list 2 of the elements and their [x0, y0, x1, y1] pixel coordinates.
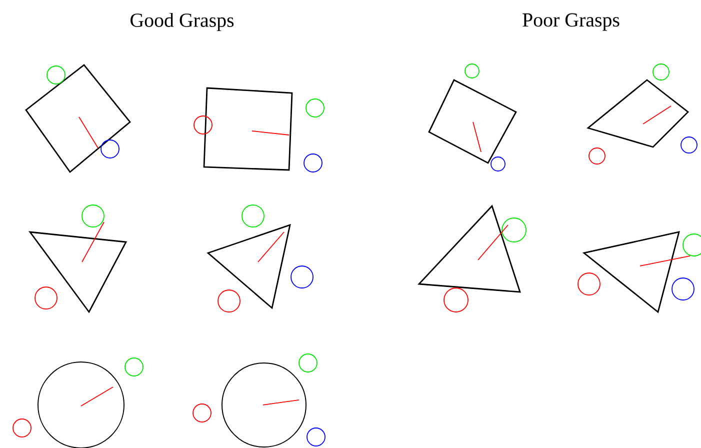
heading: Good Grasps	[130, 12, 234, 32]
heading: Poor Grasps	[522, 13, 620, 31]
